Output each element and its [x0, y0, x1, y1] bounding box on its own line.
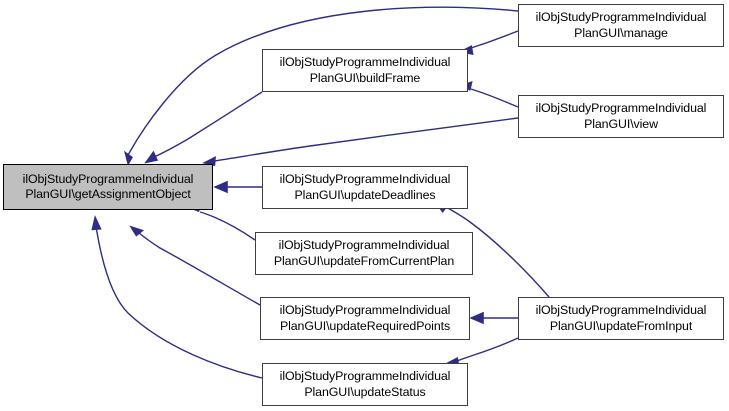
node-getAssignmentObject[interactable]: ilObjStudyProgrammeIndividual PlanGUI\ge… [3, 164, 213, 210]
edge-updateRequiredPoints-to-getAssignmentObject [129, 225, 261, 306]
node-manage[interactable]: ilObjStudyProgrammeIndividual PlanGUI\ma… [518, 4, 724, 47]
node-label: ilObjStudyProgrammeIndividual PlanGUI\bu… [279, 55, 451, 85]
node-label: ilObjStudyProgrammeIndividual PlanGUI\up… [273, 238, 455, 268]
node-label: ilObjStudyProgrammeIndividual PlanGUI\up… [535, 303, 707, 333]
node-label: ilObjStudyProgrammeIndividual PlanGUI\ma… [535, 10, 707, 40]
node-updateFromCurrentPlan[interactable]: ilObjStudyProgrammeIndividual PlanGUI\up… [255, 232, 473, 275]
node-updateRequiredPoints[interactable]: ilObjStudyProgrammeIndividual PlanGUI\up… [260, 297, 470, 340]
edge-updateDeadlines-to-getAssignmentObject [213, 180, 262, 194]
edge-buildFrame-to-getAssignmentObject [144, 91, 263, 164]
node-label: ilObjStudyProgrammeIndividual PlanGUI\up… [279, 303, 451, 333]
edge-view-to-getAssignmentObject [202, 117, 519, 167]
node-view[interactable]: ilObjStudyProgrammeIndividual PlanGUI\vi… [518, 95, 724, 138]
node-label: ilObjStudyProgrammeIndividual PlanGUI\up… [279, 369, 451, 399]
edge-manage-to-getAssignmentObject [124, 6, 519, 166]
edge-updateFromInput-to-updateRequiredPoints [469, 311, 518, 325]
node-buildFrame[interactable]: ilObjStudyProgrammeIndividual PlanGUI\bu… [262, 49, 468, 92]
node-updateStatus[interactable]: ilObjStudyProgrammeIndividual PlanGUI\up… [262, 363, 468, 406]
node-updateFromInput[interactable]: ilObjStudyProgrammeIndividual PlanGUI\up… [518, 297, 724, 340]
node-label: ilObjStudyProgrammeIndividual PlanGUI\up… [279, 172, 451, 202]
node-label: ilObjStudyProgrammeIndividual PlanGUI\ge… [22, 171, 194, 201]
node-label: ilObjStudyProgrammeIndividual PlanGUI\vi… [535, 101, 707, 131]
edge-updateStatus-to-getAssignmentObject [91, 215, 263, 379]
node-updateDeadlines[interactable]: ilObjStudyProgrammeIndividual PlanGUI\up… [262, 166, 468, 209]
